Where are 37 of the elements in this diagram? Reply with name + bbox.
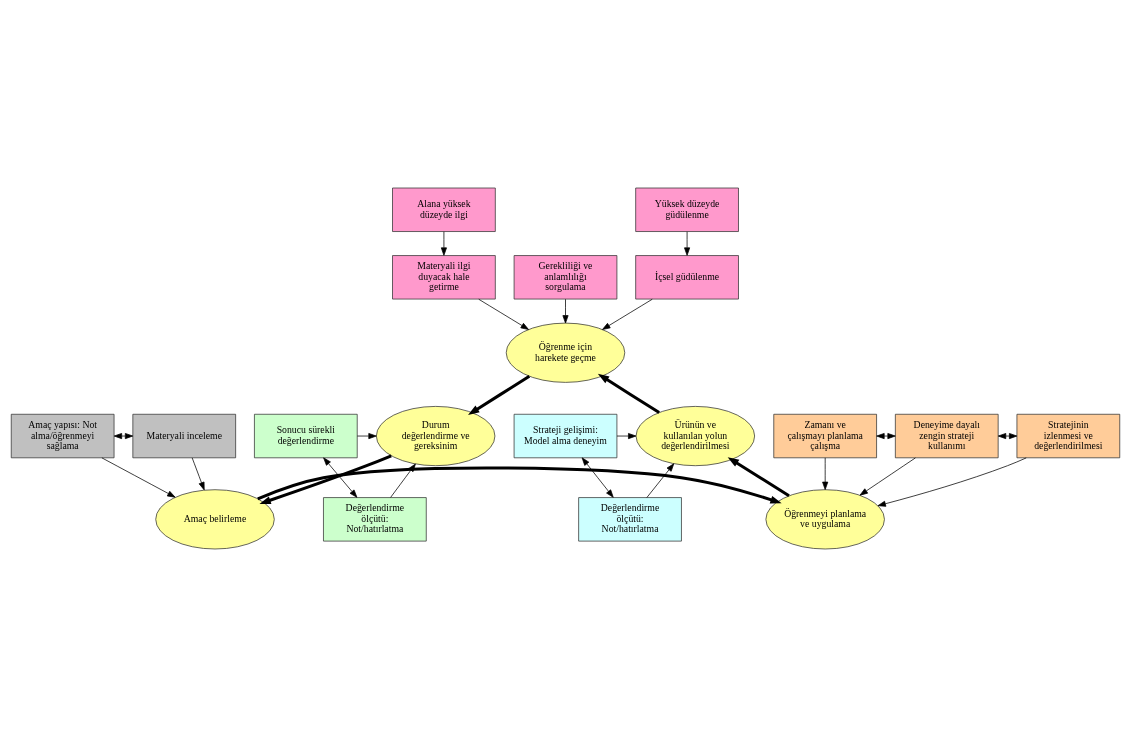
arrow (602, 298, 653, 330)
arrow (468, 374, 531, 415)
arrow (616, 432, 637, 439)
arrow (323, 457, 358, 498)
node-box: Deneyime dayalı zengin strateji kullanımı (894, 413, 999, 458)
node-box: Yüksek düzeyde güdülenme (635, 187, 739, 232)
arrow (859, 457, 916, 496)
arrow (257, 466, 782, 503)
node-box: Materyali ilgi duyacak hale getirme (392, 254, 496, 299)
arrow (727, 456, 790, 497)
node-box: Değerlendirme ölçütü: Not/hatırlatma (323, 496, 427, 541)
arrow (191, 457, 205, 490)
arrow (356, 432, 377, 439)
node-box: Stratejinin izlenmesi ve değerlendirilmesi (1016, 413, 1121, 458)
node-box: İçsel güdülenme (635, 254, 739, 299)
arrow (478, 298, 529, 330)
node-box: Alana yüksek düzeyde ilgi (392, 187, 496, 232)
node-box: Sonucu sürekli değerlendirme (254, 413, 358, 458)
arrow (113, 432, 134, 439)
arrow (440, 230, 447, 256)
arrow (684, 230, 691, 256)
arrow (646, 462, 675, 498)
arrow (581, 457, 614, 498)
arrow (997, 432, 1018, 439)
arrow (877, 457, 1027, 507)
node-box: Değerlendirme ölçütü: Not/hatırlatma (578, 496, 682, 541)
node-box: Gerekliliği ve anlamlılığı sorgulama (513, 254, 618, 299)
node-box: Amaç yapısı: Not alma/öğrenmeyi sağlama (10, 413, 115, 458)
arrow (597, 373, 660, 414)
arrow (562, 298, 569, 323)
arrow (259, 453, 392, 504)
node-box: Zamanı ve çalışmayı planlama çalışma (773, 413, 877, 458)
arrow (876, 432, 896, 439)
arrow (822, 457, 829, 490)
arrow (101, 457, 176, 498)
node-box: Strateji gelişimi: Model alma deneyim (513, 413, 618, 458)
node-box: Materyali inceleme (132, 413, 237, 458)
